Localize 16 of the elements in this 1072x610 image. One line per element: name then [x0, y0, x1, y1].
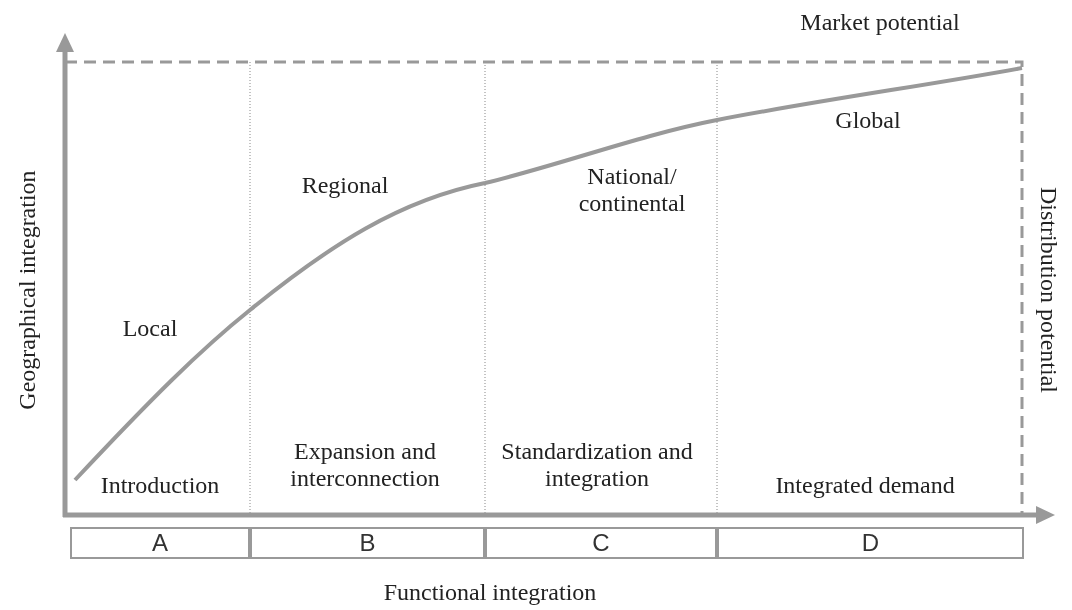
stage-label: Introduction: [100, 471, 220, 499]
phase-box: A: [70, 527, 250, 559]
phase-box: C: [485, 527, 717, 559]
phase-box: B: [250, 527, 485, 559]
region-label: Local: [122, 314, 178, 342]
stage-label: Expansion and interconnection: [289, 438, 441, 492]
stage-label: Integrated demand: [775, 471, 955, 499]
axis-title: Market potential: [800, 8, 960, 36]
region-label: Regional: [301, 171, 389, 199]
axis-title: Functional integration: [383, 578, 597, 606]
axis-title: Distribution potential: [1034, 187, 1062, 393]
stage-label: Standardization and integration: [500, 438, 694, 492]
axis-title: Geographical integration: [13, 170, 41, 410]
region-label: Global: [835, 106, 901, 134]
region-label: National/ continental: [577, 163, 687, 217]
phase-box: D: [717, 527, 1024, 559]
